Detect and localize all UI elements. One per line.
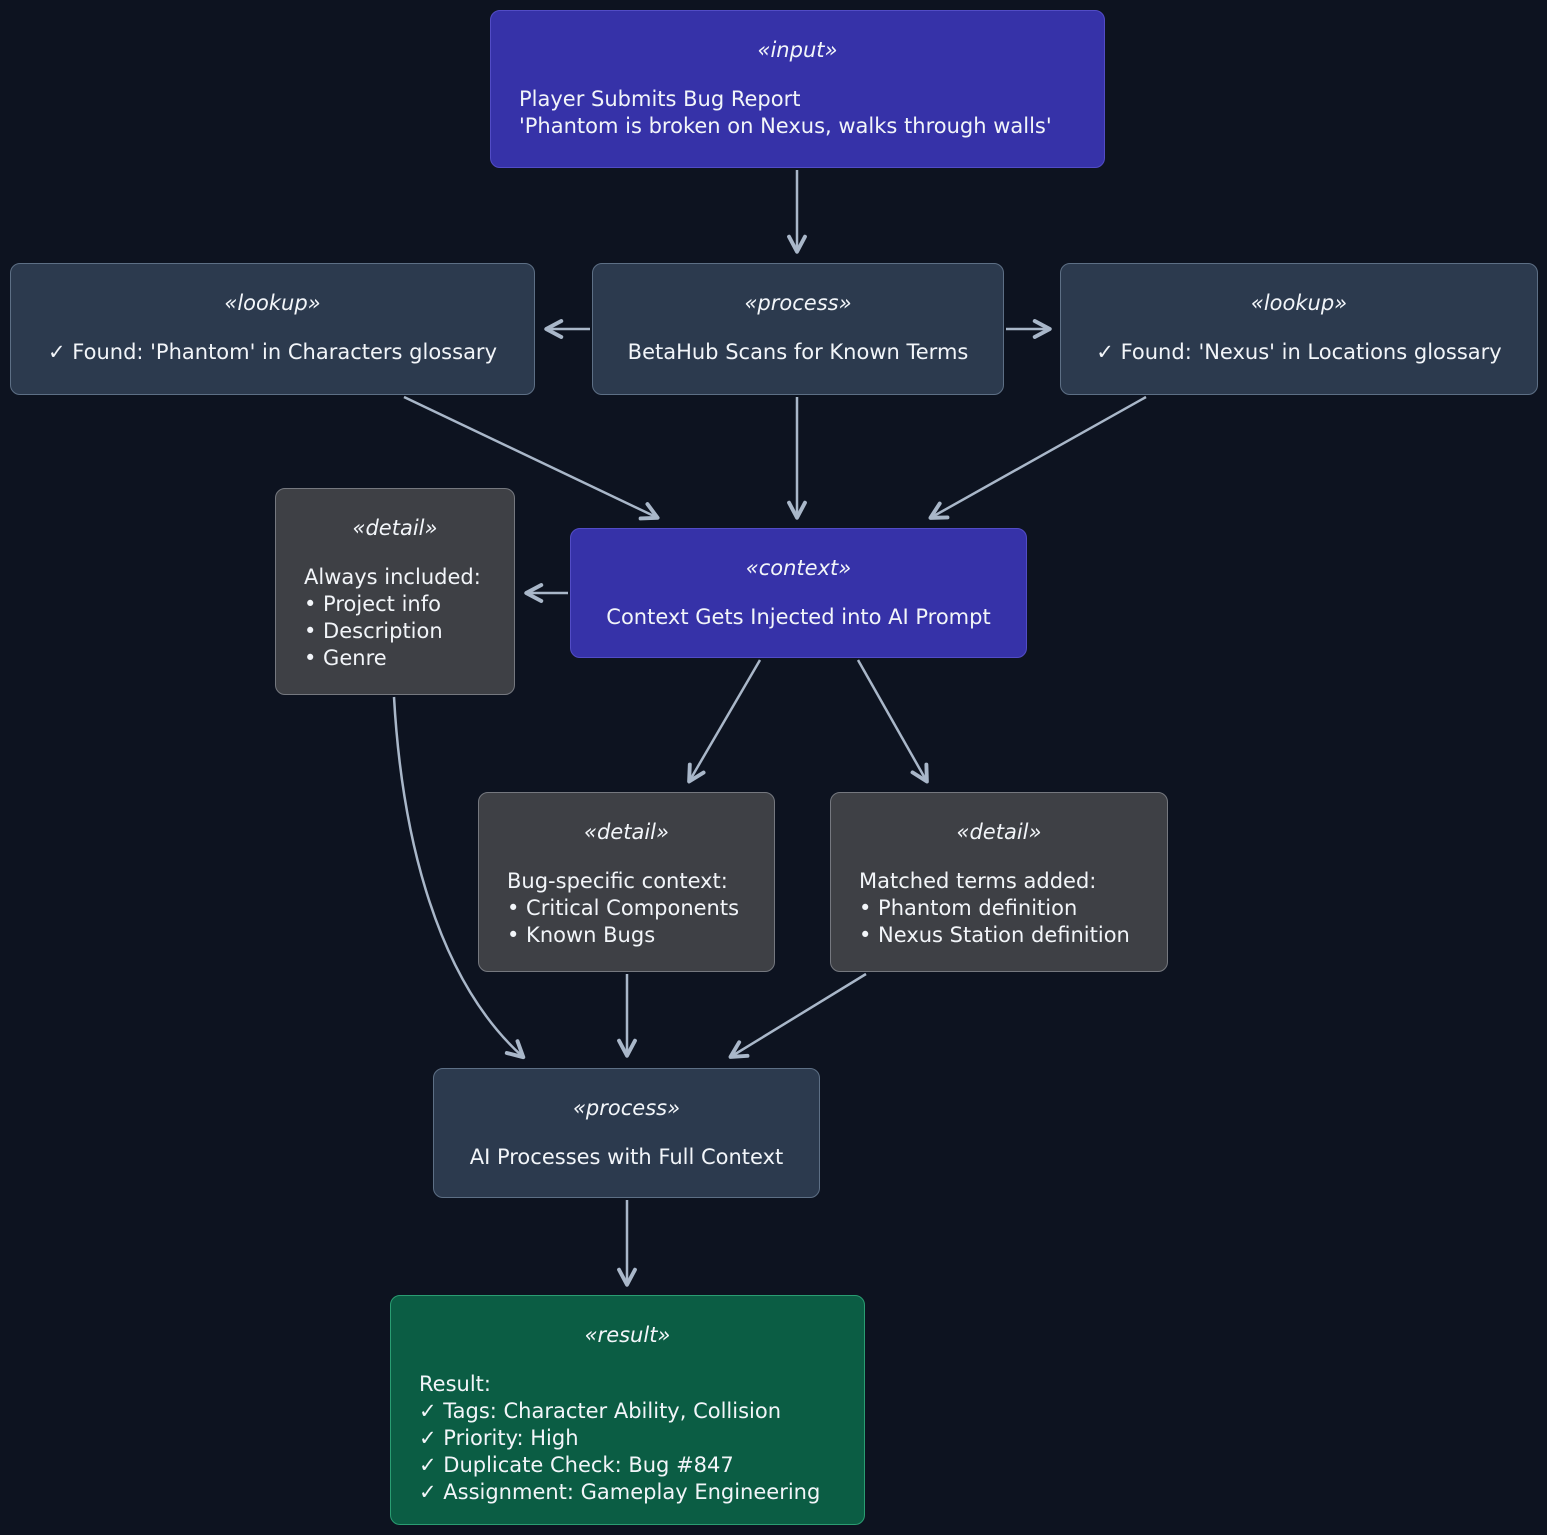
node-detail-bug-stereotype: «detail»: [584, 820, 669, 844]
node-context: «context» Context Gets Injected into AI …: [570, 528, 1027, 658]
node-detail-always-line: • Description: [304, 619, 443, 643]
node-input: «input» Player Submits Bug Report 'Phant…: [490, 10, 1105, 168]
node-lookup-phantom: «lookup» ✓ Found: 'Phantom' in Character…: [10, 263, 535, 395]
edge-context-to-detail-bug: [687, 659, 762, 784]
node-result-line: ✓ Assignment: Gameplay Engineering: [419, 1480, 821, 1504]
node-result: «result» Result: ✓ Tags: Character Abili…: [390, 1295, 865, 1525]
node-scan-process-stereotype: «process»: [744, 291, 852, 315]
node-detail-matched-line: Matched terms added:: [859, 869, 1097, 893]
node-result-stereotype: «result»: [584, 1323, 671, 1347]
node-detail-matched-line: • Nexus Station definition: [859, 923, 1130, 947]
edge-context-to-detail-matched: [856, 659, 929, 784]
node-detail-bug-line: • Critical Components: [507, 896, 740, 920]
node-detail-always-line: • Genre: [304, 646, 387, 670]
node-lookup-nexus-line: ✓ Found: 'Nexus' in Locations glossary: [1096, 340, 1502, 364]
edge-detail-matched-to-process-full: [728, 972, 867, 1059]
node-input-line: Player Submits Bug Report: [519, 87, 801, 111]
node-result-line: ✓ Tags: Character Ability, Collision: [419, 1399, 782, 1423]
node-detail-matched: «detail» Matched terms added: • Phantom …: [830, 792, 1168, 972]
node-lookup-nexus: «lookup» ✓ Found: 'Nexus' in Locations g…: [1060, 263, 1538, 395]
node-detail-matched-line: • Phantom definition: [859, 896, 1078, 920]
node-result-line: ✓ Priority: High: [419, 1426, 579, 1450]
node-result-line: ✓ Duplicate Check: Bug #847: [419, 1453, 734, 1477]
node-detail-always-line: • Project info: [304, 592, 441, 616]
node-detail-bug: «detail» Bug-specific context: • Critica…: [478, 792, 775, 972]
node-lookup-phantom-stereotype: «lookup»: [224, 291, 321, 315]
node-detail-bug-line: • Known Bugs: [507, 923, 656, 947]
node-lookup-phantom-line: ✓ Found: 'Phantom' in Characters glossar…: [48, 340, 497, 364]
node-detail-bug-line: Bug-specific context:: [507, 869, 728, 893]
node-process-full: «process» AI Processes with Full Context: [433, 1068, 820, 1198]
node-detail-matched-stereotype: «detail»: [956, 820, 1042, 844]
node-lookup-nexus-stereotype: «lookup»: [1250, 291, 1348, 315]
node-input-line: 'Phantom is broken on Nexus, walks throu…: [519, 114, 1052, 138]
node-process-full-line: AI Processes with Full Context: [469, 1145, 784, 1169]
node-detail-always-stereotype: «detail»: [352, 516, 438, 540]
edge-lookup-nexus-to-context: [928, 395, 1147, 520]
node-context-stereotype: «context»: [745, 556, 852, 580]
node-input-stereotype: «input»: [757, 38, 838, 62]
node-detail-always-line: Always included:: [304, 565, 481, 589]
node-detail-always: «detail» Always included: • Project info…: [275, 488, 515, 695]
node-process-full-stereotype: «process»: [572, 1096, 681, 1120]
node-scan-process: «process» BetaHub Scans for Known Terms: [592, 263, 1004, 395]
node-scan-process-line: BetaHub Scans for Known Terms: [627, 340, 969, 364]
node-result-line: Result:: [419, 1372, 491, 1396]
node-context-line: Context Gets Injected into AI Prompt: [606, 605, 991, 629]
